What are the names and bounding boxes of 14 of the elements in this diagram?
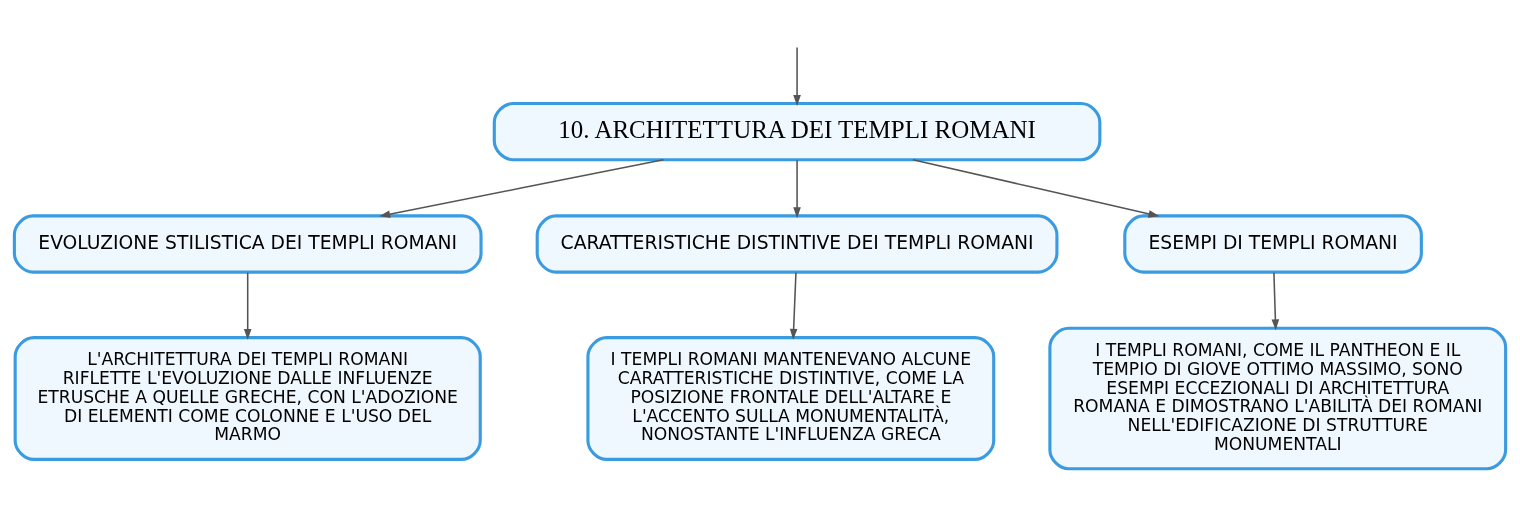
arrow (379, 158, 665, 218)
arrow (912, 158, 1160, 218)
arrow (1271, 271, 1280, 330)
arrow (243, 271, 252, 340)
arrow (789, 271, 798, 340)
arrow (793, 158, 801, 218)
node-box: 10. ARCHITETTURA DEI TEMPLI ROMANI (492, 101, 1102, 161)
node-box: I TEMPLI ROMANI, COME IL PANTHEON E IL TEMPIO DI GIOVE OTTIMO MASSIMO, SONO ESEMPI ECCEZIONALI DI ARCHITETTURA ROMANA E DIMOSTRANO L'ABILITÀ DEI ROMANI NELL'EDIFICAZIONE DI STRUTTURE MONUMENTALI (1048, 326, 1508, 470)
arrow (793, 46, 801, 106)
node-box: ESEMPI DI TEMPLI ROMANI (1123, 213, 1423, 274)
node-box: I TEMPLI ROMANI MANTENEVANO ALCUNE CARATTERISTICHE DISTINTIVE, COME LA POSIZIONE FRONTALE DELL'ALTARE E L'ACCENTO SULLA MONUMENTALITÀ, NONOSTANTE L'INFLUENZA GRECA (586, 335, 996, 461)
node-box: CARATTERISTICHE DISTINTIVE DEI TEMPLI ROMANI (535, 213, 1059, 274)
node-box: EVOLUZIONE STILISTICA DEI TEMPLI ROMANI (12, 213, 483, 274)
node-box: L'ARCHITETTURA DEI TEMPLI ROMANI RIFLETTE L'EVOLUZIONE DALLE INFLUENZE ETRUSCHE A QUELLE GRECHE, CON L'ADOZIONE DI ELEMENTI COME COLONNE E L'USO DEL MARMO (13, 335, 482, 461)
